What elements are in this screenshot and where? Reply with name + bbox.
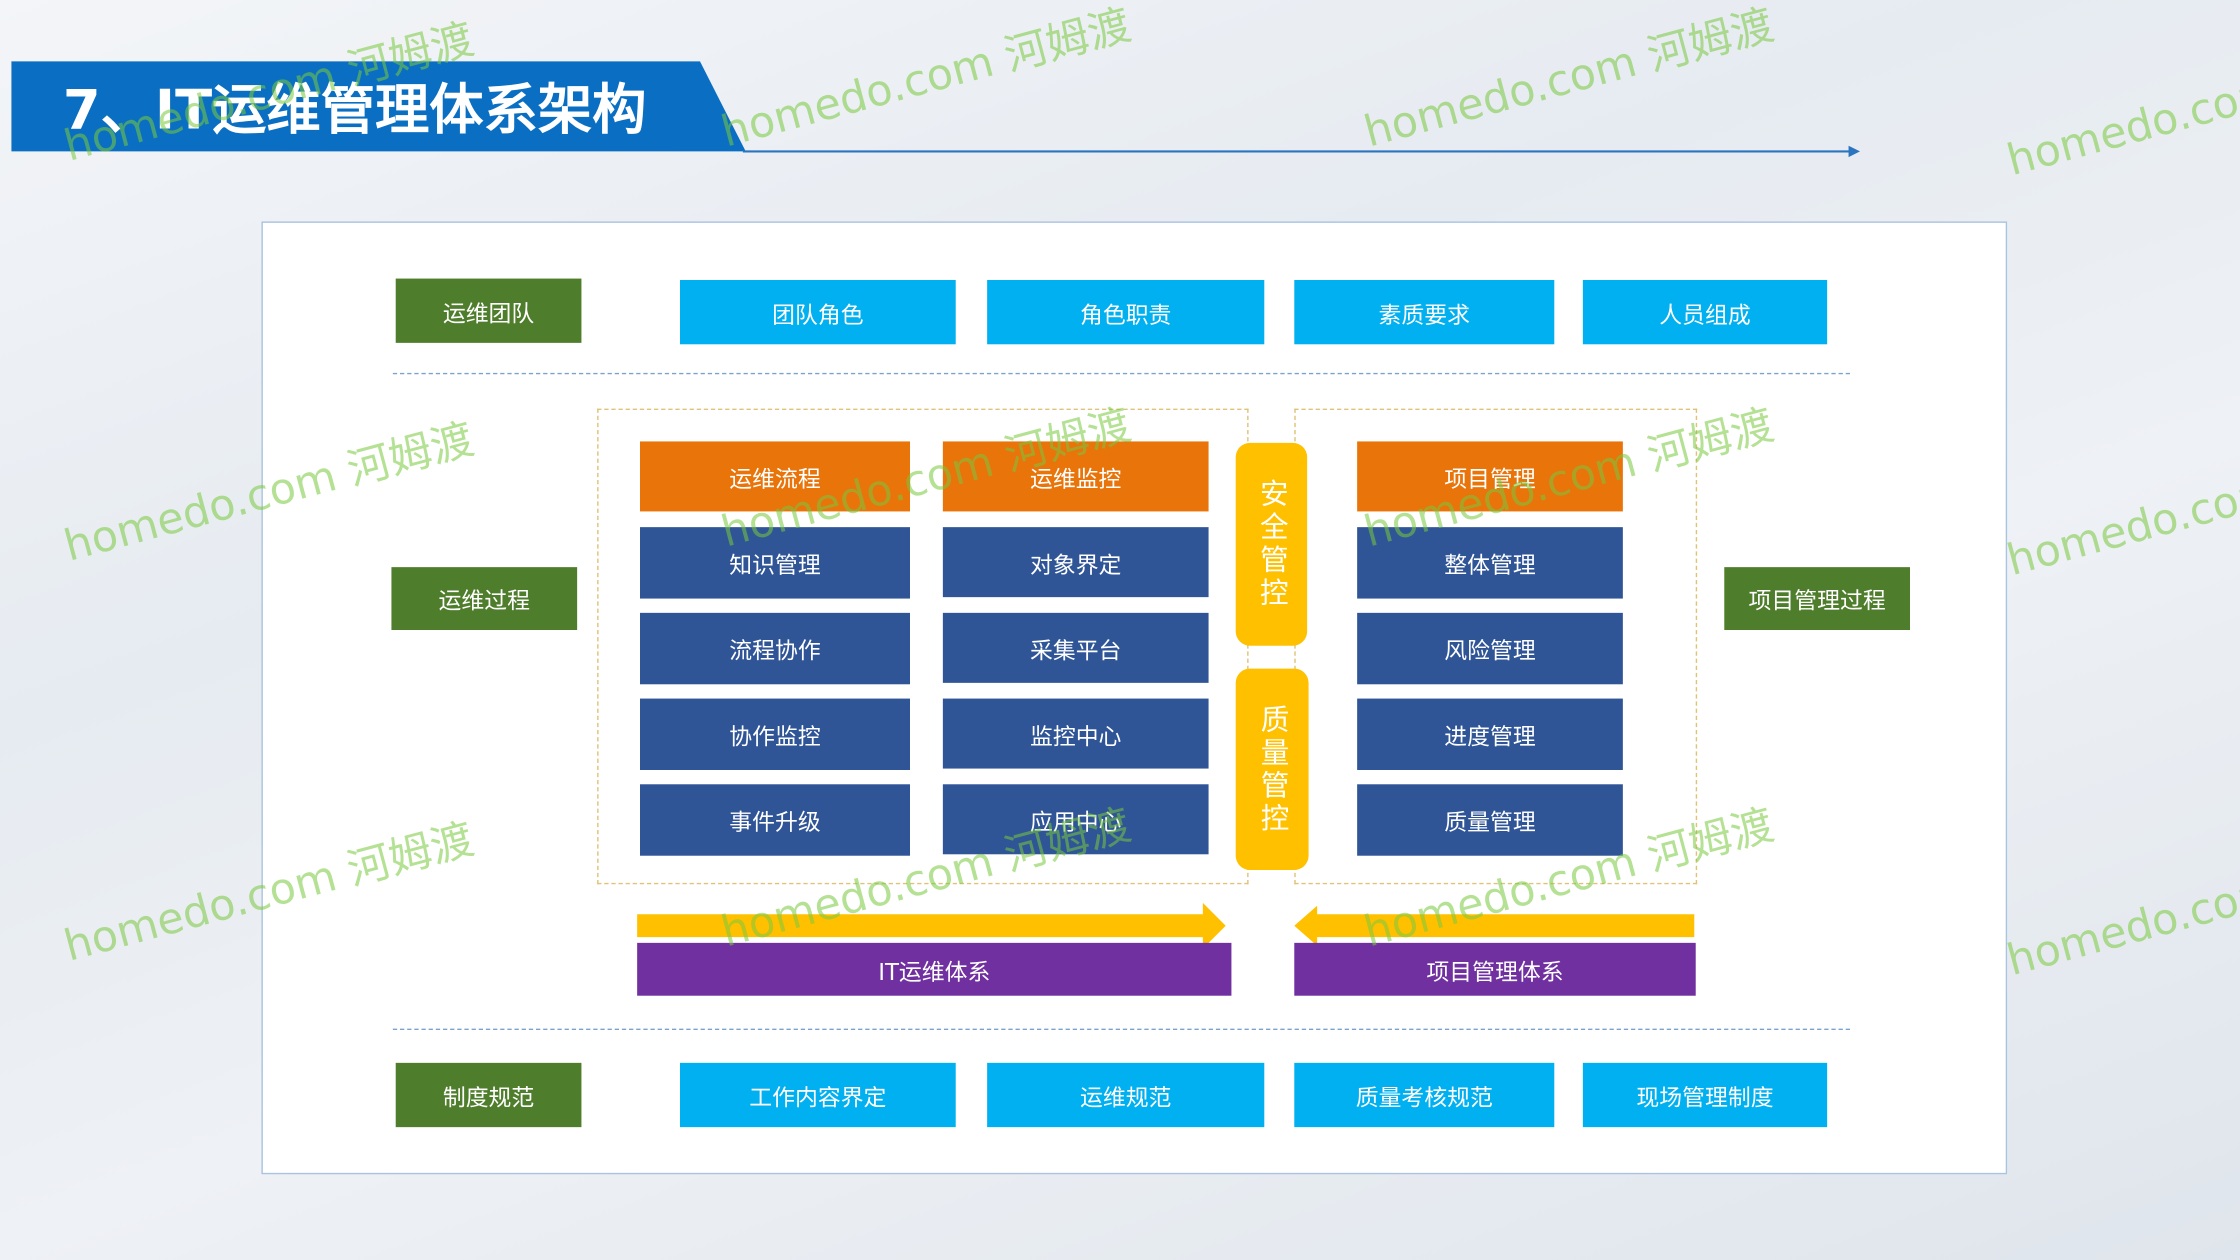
rules-label: 制度规范 [395, 1062, 582, 1128]
rules-item: 运维规范 [987, 1062, 1265, 1128]
team-label: 运维团队 [395, 278, 582, 343]
rules-item: 工作内容界定 [679, 1062, 956, 1128]
project-mgmt-item: 进度管理 [1357, 698, 1623, 770]
title-banner [11, 61, 1860, 158]
project-process-label: 项目管理过程 [1724, 567, 1910, 630]
it-ops-item: 应用中心 [942, 784, 1209, 855]
it-ops-group [597, 408, 1249, 885]
project-mgmt-item: 质量管理 [1357, 784, 1623, 856]
project-mgmt-item: 整体管理 [1357, 527, 1623, 599]
it-ops-header: 运维监控 [942, 441, 1209, 512]
it-ops-item: 知识管理 [639, 527, 910, 599]
it-ops-item: 采集平台 [942, 612, 1209, 683]
page-title: 7、IT运维管理体系架构 [62, 78, 647, 142]
it-ops-item: 事件升级 [639, 784, 910, 856]
rules-item: 质量考核规范 [1294, 1062, 1555, 1128]
watermark: homedo.com 河姆渡 [2002, 429, 2240, 587]
project-mgmt-group [1294, 408, 1698, 885]
it-ops-item: 协作监控 [639, 698, 910, 770]
project-mgmt-system: 项目管理体系 [1294, 942, 1696, 996]
security-control: 安全管控 [1235, 442, 1308, 646]
watermark: homedo.com 河姆渡 [2002, 29, 2240, 187]
right-arrow-icon [637, 902, 1226, 949]
team-item: 角色职责 [987, 279, 1265, 345]
it-ops-item: 监控中心 [942, 698, 1209, 769]
team-item: 团队角色 [679, 279, 956, 345]
project-mgmt-header: 项目管理 [1357, 441, 1623, 512]
quality-control: 质量管控 [1235, 668, 1309, 870]
divider [392, 1028, 1850, 1030]
flow-arrows [637, 902, 1695, 949]
it-ops-item: 对象界定 [942, 527, 1209, 598]
rules-item: 现场管理制度 [1582, 1062, 1828, 1128]
divider [392, 372, 1850, 375]
arrow-head-icon [1848, 145, 1860, 158]
left-arrow-icon [1294, 905, 1695, 946]
it-ops-system: IT运维体系 [637, 942, 1232, 996]
it-ops-header: 运维流程 [639, 441, 910, 512]
team-item: 素质要求 [1294, 279, 1555, 345]
team-item: 人员组成 [1582, 279, 1828, 345]
watermark: homedo.com 河姆渡 [2002, 829, 2240, 987]
architecture-panel [261, 221, 2008, 1175]
it-ops-item: 流程协作 [639, 612, 910, 685]
process-label: 运维过程 [391, 567, 578, 630]
project-mgmt-item: 风险管理 [1357, 612, 1623, 685]
